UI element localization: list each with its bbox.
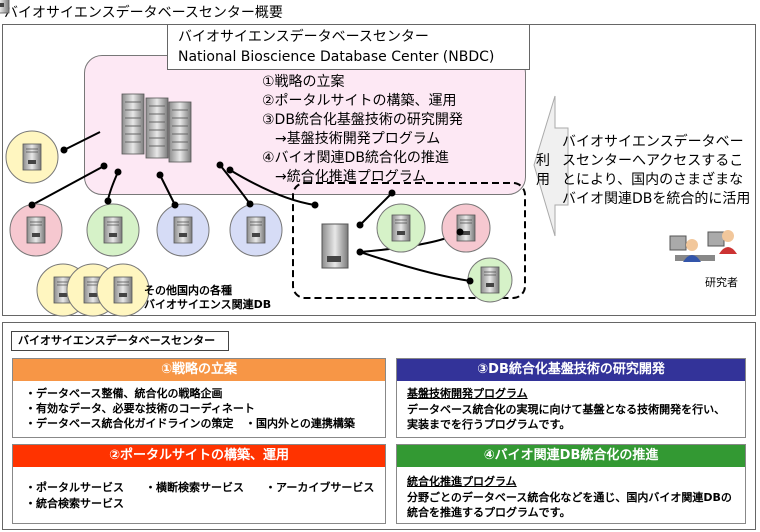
card-tech: ③DB統合化基盤技術の研究開発 基盤技術開発プログラム データベース統合化の実現… (396, 358, 746, 438)
card-portal-title: ②ポータルサイトの構築、運用 (13, 445, 385, 467)
db-node-yellow-1 (5, 130, 59, 184)
page-title: バイオサイエンスデータベースセンター概要 (4, 5, 283, 21)
nbdc-title-en: National Bioscience Database Center (NBD… (178, 49, 495, 65)
other-db-label: その他国内の各種 バイオサイエンス関連DB (144, 284, 271, 312)
strategy-3: ③DB統合化基盤技術の研究開発 (262, 112, 463, 128)
services-panel (2, 322, 756, 530)
card-portal-item-1: ・ポータルサービス (25, 481, 124, 494)
nbdc-title: バイオサイエンスデータベースセンター National Bioscience D… (167, 24, 530, 70)
card-portal-item-3: ・アーカイブサービス (265, 481, 375, 494)
card-strategy-title: ①戦略の立案 (13, 359, 385, 381)
access-description: バイオサイエンスデータベースセンターへアクセスすることにより、国内のさまざまなバ… (562, 134, 751, 207)
card-tech-subtitle: 基盤技術開発プログラム (407, 387, 528, 400)
card-integration-text-1: 分野ごとのデータベース統合化などを通じ、国内バイオ関連DBの (407, 491, 732, 504)
card-strategy-item-2: ・有効なデータ、必要な技術のコーディネート (25, 402, 255, 415)
card-strategy-item-1: ・データベース整備、統合化の戦略企画 (25, 387, 223, 400)
card-integration-text-2: 統合を推進するプログラムです。 (407, 506, 571, 519)
card-strategy-item-3: ・データベース統合化ガイドラインの策定 (25, 417, 234, 430)
card-integration-title: ④バイオ関連DB統合化の推進 (397, 445, 745, 467)
card-integration: ④バイオ関連DB統合化の推進 統合化推進プログラム 分野ごとのデータベース統合化… (396, 444, 746, 524)
other-db-label-line1: その他国内の各種 (144, 284, 232, 297)
strategy-3-program: →基盤技術開発プログラム (275, 131, 441, 147)
db-node-gray (0, 0, 349, 269)
external-db-group (292, 182, 526, 299)
use-label: 利用 (536, 153, 550, 188)
card-strategy-item-4: ・国内外との連携構築 (245, 417, 355, 430)
strategy-4-program: →統合化推進プログラム (275, 169, 427, 185)
card-strategy: ①戦略の立案 ・データベース整備、統合化の戦略企画 ・有効なデータ、必要な技術の… (12, 358, 386, 438)
strategy-4: ④バイオ関連DB統合化の推進 (262, 150, 449, 166)
card-portal: ②ポータルサイトの構築、運用 ・ポータルサービス ・横断検索サービス ・アーカイ… (12, 444, 386, 524)
card-portal-item-4: ・統合検索サービス (25, 497, 124, 510)
db-node-green-1 (86, 203, 140, 257)
card-integration-subtitle: 統合化推進プログラム (407, 475, 517, 488)
db-node-pink-1 (9, 203, 63, 257)
card-tech-text-2: 実装までを行うプログラムです。 (407, 418, 571, 431)
use-arrow-icon (533, 95, 569, 237)
other-db-label-line2: バイオサイエンス関連DB (144, 298, 272, 311)
researcher-icon (669, 230, 737, 262)
card-tech-title: ③DB統合化基盤技術の研究開発 (397, 359, 745, 381)
central-server-rack (121, 93, 192, 163)
junction-dots (28, 146, 474, 285)
db-node-yellow-4 (96, 263, 150, 317)
strategy-1: ①戦略の立案 (262, 74, 345, 90)
db-node-green-2 (376, 203, 426, 253)
card-tech-text-1: データベース統合化の実現に向けて基盤となる技術開発を行い、 (407, 403, 726, 416)
db-node-green-3 (467, 257, 513, 303)
db-node-blue-1 (156, 203, 210, 257)
researcher-label: 研究者 (705, 276, 738, 289)
network-diagram (0, 0, 737, 317)
strategy-2: ②ポータルサイトの構築、運用 (262, 93, 457, 109)
card-portal-item-2: ・横断検索サービス (145, 481, 244, 494)
db-node-blue-2 (229, 203, 283, 257)
services-header: バイオサイエンスデータベースセンター (11, 331, 229, 351)
nbdc-title-jp: バイオサイエンスデータベースセンター (178, 29, 429, 45)
db-node-pink-2 (441, 203, 491, 253)
